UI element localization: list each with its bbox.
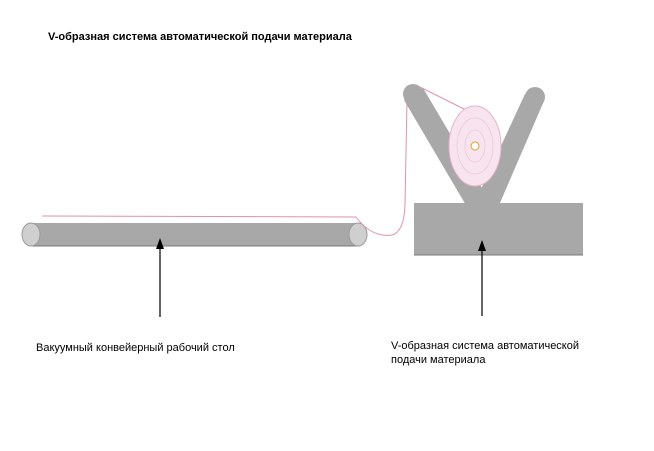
conveyor-pointer-arrow: [156, 238, 164, 317]
conveyor-left-roller: [21, 222, 41, 247]
diagram-title: V-образная система автоматической подачи…: [48, 31, 352, 43]
feeder-pointer-arrow: [478, 240, 486, 316]
conveyor-right-roller: [348, 222, 368, 247]
roll-core: [470, 141, 480, 151]
arrow-head: [156, 238, 164, 249]
roll-layer: [464, 129, 486, 163]
feeder-right-arm-tip: [525, 87, 545, 107]
arrow-head: [478, 240, 486, 251]
feeder-base: [414, 203, 583, 255]
feeder-label: V-образная система автоматической подачи…: [391, 339, 611, 367]
feeder-label-line-2: подачи материала: [391, 354, 486, 366]
feeder-left-arm-tip: [403, 84, 423, 104]
material-path: [41, 86, 471, 236]
roll-layer: [456, 117, 494, 175]
material-roll: [448, 105, 502, 187]
feeder-label-line-1: V-образная система автоматической: [391, 340, 580, 352]
conveyor-body: [30, 223, 360, 246]
vacuum-conveyor-table: [21, 222, 368, 247]
feeder-right-arm: [476, 94, 544, 212]
conveyor-label: Вакуумный конвейерный рабочий стол: [36, 342, 235, 354]
